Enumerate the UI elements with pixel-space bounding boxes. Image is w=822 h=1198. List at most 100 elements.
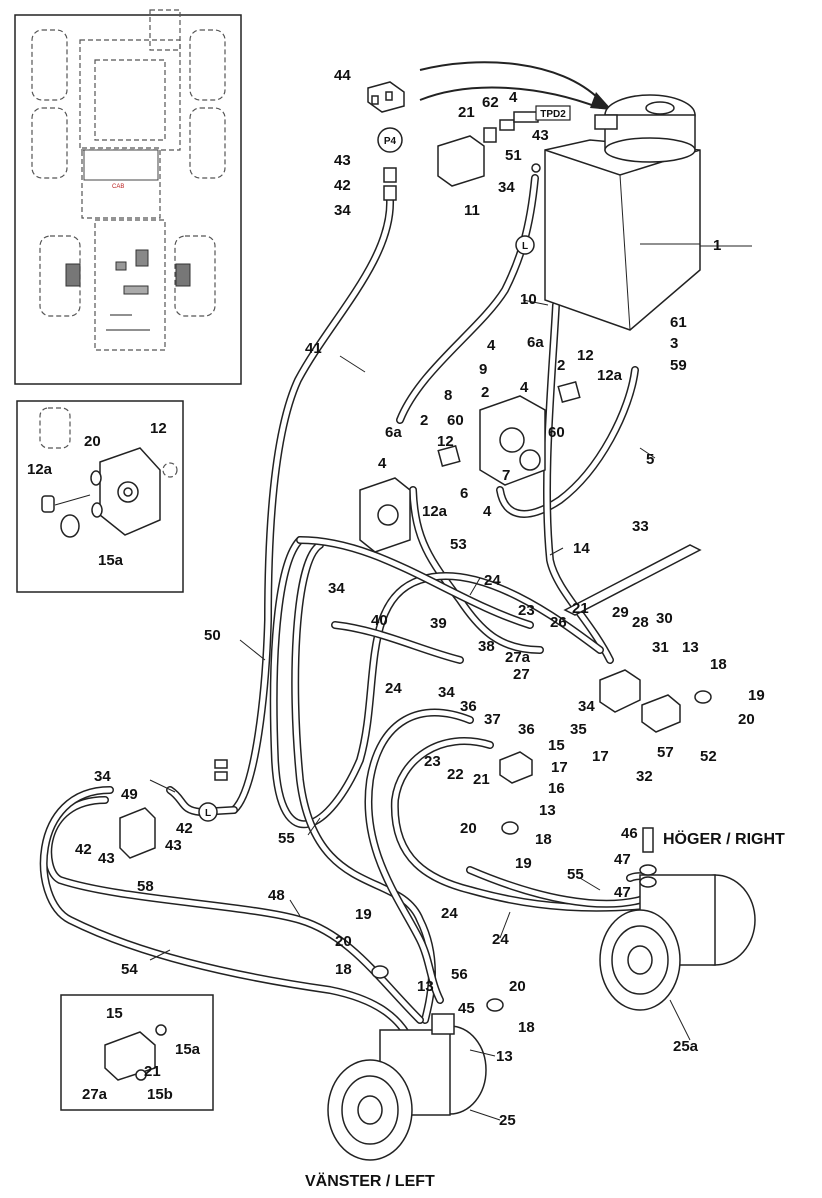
- label-19: 19: [355, 906, 372, 923]
- label-13: 13: [682, 639, 699, 656]
- label-2: 2: [557, 357, 565, 374]
- svg-text:TPD2: TPD2: [540, 109, 566, 120]
- port-block-inset: [16, 400, 184, 593]
- label-32: 32: [636, 768, 653, 785]
- label-4: 4: [487, 337, 496, 354]
- label-18: 18: [710, 656, 727, 673]
- label-24: 24: [441, 905, 458, 922]
- label-21: 21: [458, 104, 475, 121]
- label-34: 34: [328, 580, 345, 597]
- label-56: 56: [451, 966, 468, 983]
- cap-18-center: [501, 821, 519, 835]
- right-side-label: HÖGER / RIGHT: [663, 829, 785, 848]
- label-4: 4: [378, 455, 387, 472]
- label-12a: 12a: [597, 367, 623, 384]
- label-45: 45: [458, 1000, 475, 1017]
- label-3: 3: [670, 335, 678, 352]
- label-38: 38: [478, 638, 495, 655]
- inset2-label-15: 15: [106, 1005, 123, 1022]
- label-6a: 6a: [385, 424, 402, 441]
- label-26: 26: [550, 614, 567, 631]
- block-15: [499, 751, 533, 784]
- label-35: 35: [570, 721, 587, 738]
- label-13: 13: [539, 802, 556, 819]
- label-53: 53: [450, 536, 467, 553]
- tag-l-upper: L: [515, 235, 535, 255]
- label-42: 42: [176, 820, 193, 837]
- label-24: 24: [484, 572, 501, 589]
- label-6: 6: [460, 485, 468, 502]
- label-7: 7: [502, 467, 510, 484]
- label-18: 18: [535, 831, 552, 848]
- components: P4 TPD2 L L: [119, 61, 756, 1161]
- cab-label: CAB: [112, 184, 124, 190]
- label-57: 57: [657, 744, 674, 761]
- right-wheel-motor: [599, 827, 756, 1011]
- label-34: 34: [438, 684, 455, 701]
- label-13: 13: [417, 978, 434, 995]
- label-12: 12: [437, 433, 454, 450]
- left-side-label: VÄNSTER / LEFT: [305, 1172, 435, 1190]
- label-21: 21: [473, 771, 490, 788]
- label-40: 40: [371, 612, 388, 629]
- label-60: 60: [447, 412, 464, 429]
- label-34: 34: [94, 768, 111, 785]
- label-52: 52: [700, 748, 717, 765]
- label-25: 25: [499, 1112, 516, 1129]
- inset2-label-15a: 15a: [175, 1041, 201, 1058]
- label-43: 43: [165, 837, 182, 854]
- plate-33: [563, 544, 702, 616]
- label-55: 55: [567, 866, 584, 883]
- label-44: 44: [334, 67, 351, 84]
- label-27a: 27a: [505, 649, 531, 666]
- label-47: 47: [614, 851, 631, 868]
- label-36: 36: [518, 721, 535, 738]
- label-34: 34: [498, 179, 515, 196]
- left-wheel-motor: [327, 1013, 487, 1161]
- label-21: 21: [572, 600, 589, 617]
- label-19: 19: [748, 687, 765, 704]
- label-34: 34: [578, 698, 595, 715]
- label-49: 49: [121, 786, 138, 803]
- label-47: 47: [614, 884, 631, 901]
- tag-p4: P4: [377, 127, 403, 153]
- label-46: 46: [621, 825, 638, 842]
- label-12a: 12a: [422, 503, 448, 520]
- label-1: 1: [713, 237, 721, 254]
- inset-label-12a: 12a: [27, 461, 53, 478]
- label-54: 54: [121, 961, 138, 978]
- inset-label-15a: 15a: [98, 552, 124, 569]
- label-28: 28: [632, 614, 649, 631]
- label-24: 24: [492, 931, 509, 948]
- svg-text:L: L: [205, 808, 211, 819]
- label-43: 43: [532, 127, 549, 144]
- label-9: 9: [479, 361, 487, 378]
- inset2-label-21: 21: [144, 1063, 161, 1080]
- label-37: 37: [484, 711, 501, 728]
- label-42: 42: [334, 177, 351, 194]
- valve-31: [599, 669, 681, 733]
- inset2-label-15b: 15b: [147, 1086, 173, 1103]
- label-36: 36: [460, 698, 477, 715]
- cap-18-left: [371, 965, 389, 979]
- label-11: 11: [464, 202, 480, 219]
- leader-lines: [149, 243, 752, 1121]
- label-23: 23: [424, 753, 441, 770]
- label-58: 58: [137, 878, 154, 895]
- label-5: 5: [646, 451, 654, 468]
- label-2: 2: [420, 412, 428, 429]
- label-20: 20: [335, 933, 352, 950]
- label-43: 43: [98, 850, 115, 867]
- label-20: 20: [738, 711, 755, 728]
- label-18: 18: [518, 1019, 535, 1036]
- fitting-34: [383, 185, 397, 201]
- cap-18-right: [694, 690, 712, 704]
- valve-block-inset: [60, 994, 214, 1111]
- label-22: 22: [447, 766, 464, 783]
- label-24: 24: [385, 680, 402, 697]
- label-33: 33: [632, 518, 649, 535]
- label-17: 17: [592, 748, 609, 765]
- label-23: 23: [518, 602, 535, 619]
- label-8: 8: [444, 387, 452, 404]
